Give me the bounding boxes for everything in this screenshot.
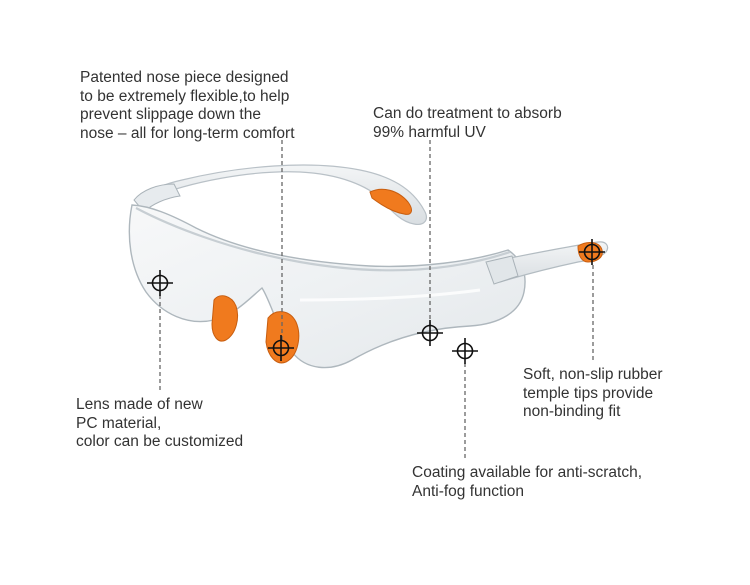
far-temple-arm bbox=[142, 164, 427, 225]
near-hinge bbox=[485, 255, 519, 285]
callout-line: Lens made of new bbox=[76, 396, 203, 413]
lens-brow-rim bbox=[135, 207, 511, 272]
callout-coating: Coating available for anti-scratch, Anti… bbox=[412, 464, 642, 501]
crosshair-target-icon bbox=[417, 320, 443, 346]
callout-line: PC material, bbox=[76, 414, 162, 432]
callout-line: color can be customized bbox=[76, 433, 244, 450]
callout-line: non-binding fit bbox=[523, 403, 621, 420]
callout-line: temple tips provide bbox=[523, 384, 654, 402]
callout-line: prevent slippage down the bbox=[80, 106, 261, 123]
callout-line: Anti-fog function bbox=[412, 482, 525, 500]
crosshair-markers bbox=[147, 239, 605, 364]
callout-temple-tips: Soft, non-slip rubber temple tips provid… bbox=[523, 366, 663, 422]
callout-lens-material: Lens made of new PC material, color can … bbox=[76, 396, 243, 452]
crosshair-target-icon bbox=[147, 270, 173, 296]
crosshair-target-icon bbox=[268, 335, 294, 361]
leader-lines bbox=[159, 140, 594, 460]
callout-nose-piece: Patented nose piece designed to be extre… bbox=[80, 69, 295, 143]
callout-line: 99% harmful UV bbox=[373, 123, 486, 141]
lens-highlight bbox=[299, 288, 481, 302]
callout-line: nose – all for long-term comfort bbox=[80, 124, 295, 142]
callout-line: Coating available for anti-scratch, bbox=[412, 464, 643, 481]
far-temple-rubber-tip bbox=[369, 188, 412, 215]
left-nose-pad bbox=[211, 295, 239, 342]
callout-line: Soft, non-slip rubber bbox=[523, 366, 663, 383]
far-hinge bbox=[133, 183, 181, 213]
callout-line: Can do treatment to absorb bbox=[373, 105, 562, 122]
callout-uv-treatment: Can do treatment to absorb 99% harmful U… bbox=[373, 105, 562, 142]
callout-line: to be extremely flexible,to help bbox=[80, 87, 290, 105]
crosshair-target-icon bbox=[579, 239, 605, 265]
crosshair-target-icon bbox=[452, 338, 478, 364]
callout-line: Patented nose piece designed bbox=[80, 69, 289, 86]
